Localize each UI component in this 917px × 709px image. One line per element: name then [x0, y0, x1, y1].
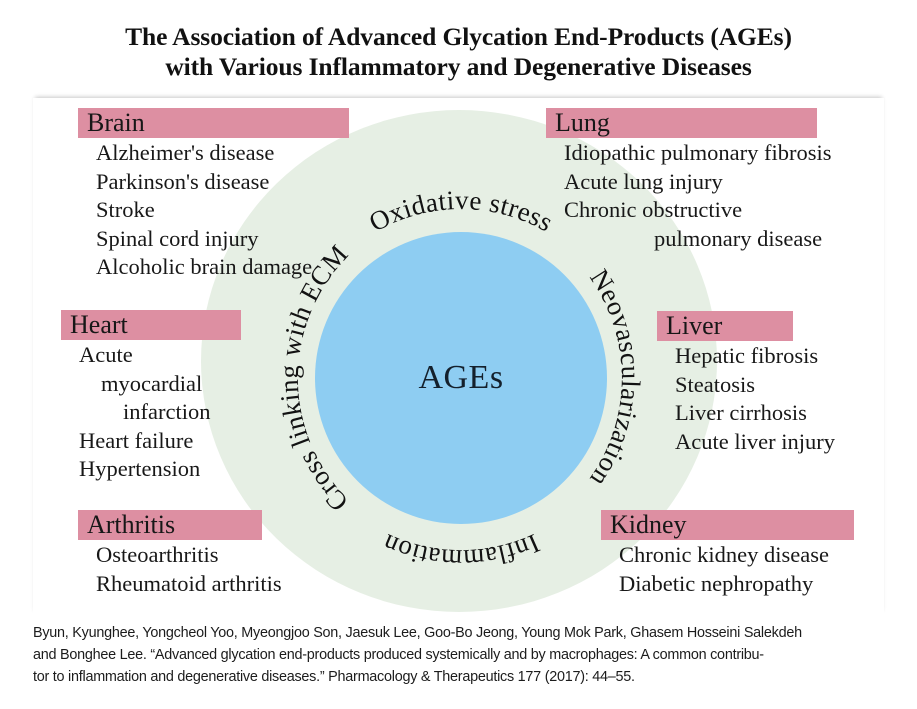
disease-list-heart: Acute myocardial infarction Heart failur…	[61, 341, 241, 484]
organ-heading-lung: Lung	[546, 108, 817, 138]
organ-heading-kidney: Kidney	[601, 510, 854, 540]
page-title-line-1: The Association of Advanced Glycation En…	[125, 22, 792, 51]
list-item: Heart failure	[79, 427, 194, 453]
list-item: Alcoholic brain damage	[96, 254, 313, 279]
list-item: Diabetic nephropathy	[619, 570, 814, 596]
organ-heading-liver: Liver	[657, 311, 793, 341]
list-item: Steatosis	[675, 371, 756, 397]
organ-heading-heart: Heart	[61, 310, 241, 340]
figure-panel: AGEs Oxidative stress Neovascularization…	[33, 98, 884, 616]
list-item: Rheumatoid arthritis	[96, 570, 282, 596]
organ-heading-brain: Brain	[78, 108, 349, 138]
list-item: Hypertension	[79, 456, 201, 481]
list-item: Chronic kidney disease	[619, 542, 829, 567]
list-item: Spinal cord injury	[96, 225, 259, 251]
center-circle	[315, 232, 607, 524]
list-item: Acute lung injury	[564, 168, 723, 194]
list-item: Hepatic fibrosis	[675, 343, 819, 368]
list-item: Liver cirrhosis	[675, 400, 807, 425]
list-item: Osteoarthritis	[96, 542, 219, 567]
disease-list-kidney: Chronic kidney disease Diabetic nephropa…	[601, 541, 854, 598]
list-item: Alzheimer's disease	[96, 140, 275, 165]
citation-line-3: tor to inflammation and degenerative dis…	[33, 669, 635, 685]
organ-group-brain: Brain Alzheimer's disease Parkinson's di…	[78, 108, 349, 282]
disease-list-lung: Idiopathic pulmonary fibrosis Acute lung…	[546, 139, 831, 253]
center-label: AGEs	[418, 359, 504, 396]
disease-list-arthritis: Osteoarthritis Rheumatoid arthritis	[78, 541, 282, 598]
disease-list-brain: Alzheimer's disease Parkinson's disease …	[78, 139, 349, 282]
list-item: pulmonary disease	[654, 225, 823, 251]
organ-group-arthritis: Arthritis Osteoarthritis Rheumatoid arth…	[78, 510, 282, 598]
list-item: Idiopathic pulmonary fibrosis	[564, 140, 832, 165]
list-item: Chronic obstructive	[564, 197, 743, 222]
list-item: Acute liver injury	[675, 428, 835, 454]
organ-group-lung: Lung Idiopathic pulmonary fibrosis Acute…	[546, 108, 831, 253]
disease-list-liver: Hepatic fibrosis Steatosis Liver cirrhos…	[657, 342, 835, 456]
list-item: Stroke	[96, 197, 155, 222]
citation-line-1: Byun, Kyunghee, Yongcheol Yoo, Myeongjoo…	[33, 625, 802, 641]
page-title: The Association of Advanced Glycation En…	[0, 22, 917, 82]
organ-group-kidney: Kidney Chronic kidney disease Diabetic n…	[601, 510, 854, 598]
organ-heading-arthritis: Arthritis	[78, 510, 262, 540]
page-title-line-2: with Various Inflammatory and Degenerati…	[165, 52, 752, 82]
list-item: infarction	[123, 399, 211, 424]
citation-block: Byun, Kyunghee, Yongcheol Yoo, Myeongjoo…	[33, 622, 889, 688]
figure-canvas: AGEs Oxidative stress Neovascularization…	[33, 98, 884, 616]
organ-group-heart: Heart Acute myocardial infarction Heart …	[61, 310, 241, 484]
list-item: Acute	[79, 342, 133, 367]
citation-line-2: and Bonghee Lee. “Advanced glycation end…	[33, 647, 764, 663]
list-item: myocardial	[101, 370, 203, 396]
list-item: Parkinson's disease	[96, 168, 270, 194]
organ-group-liver: Liver Hepatic fibrosis Steatosis Liver c…	[657, 311, 835, 456]
